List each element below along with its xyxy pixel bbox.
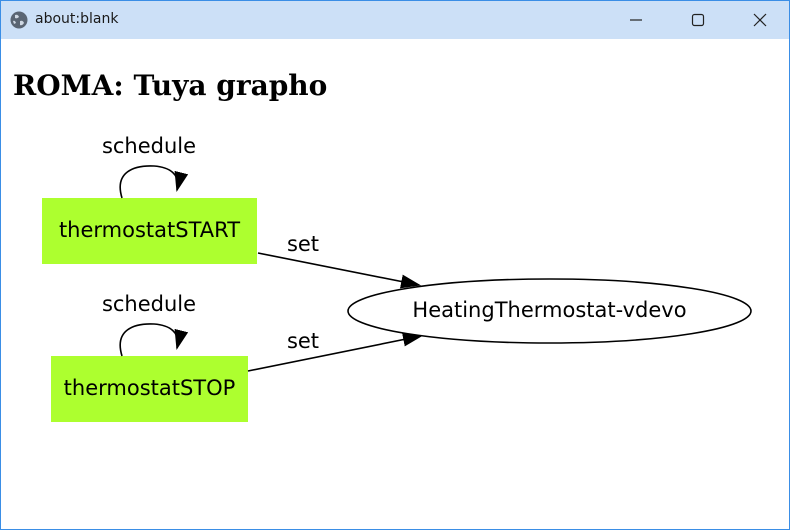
edge-stop-schedule: schedule	[102, 292, 196, 357]
node-heating-thermostat-label: HeatingThermostat-vdevo	[412, 298, 686, 322]
title-bar[interactable]: about:blank	[1, 1, 789, 39]
edge-stop-set: set	[247, 329, 423, 372]
maximize-button[interactable]	[668, 1, 728, 39]
window-title: about:blank	[35, 11, 119, 27]
edge-start-schedule-line	[119, 165, 189, 199]
node-thermostat-stop[interactable]: thermostatSTOP	[51, 356, 248, 422]
edge-start-set: set	[257, 232, 421, 289]
edge-stop-set-label: set	[287, 329, 319, 353]
edge-stop-set-line	[247, 332, 423, 372]
node-thermostat-stop-box	[51, 356, 248, 422]
node-thermostat-start-label: thermostatSTART	[59, 218, 240, 242]
edge-stop-schedule-label: schedule	[102, 292, 196, 316]
minimize-icon	[630, 19, 642, 21]
globe-icon	[10, 11, 28, 29]
node-thermostat-start-box	[42, 198, 257, 264]
node-thermostat-stop-label: thermostatSTOP	[64, 376, 236, 400]
page-content: ROMA: Tuya grapho thermostatSTART thermo…	[1, 39, 789, 529]
node-heating-thermostat[interactable]: HeatingThermostat-vdevo	[347, 278, 752, 344]
node-thermostat-start[interactable]: thermostatSTART	[42, 198, 257, 264]
edge-start-schedule: schedule	[102, 134, 196, 199]
node-heating-thermostat-ellipse	[347, 278, 752, 344]
edge-start-set-label: set	[287, 232, 319, 256]
close-icon	[753, 13, 767, 27]
edge-start-set-line	[257, 252, 421, 289]
edge-start-schedule-label: schedule	[102, 134, 196, 158]
minimize-button[interactable]	[606, 1, 666, 39]
maximize-icon	[691, 13, 705, 27]
graph-diagram: thermostatSTART thermostatSTOP HeatingTh…	[42, 134, 752, 422]
edge-stop-schedule-line	[119, 323, 189, 357]
close-button[interactable]	[730, 1, 789, 39]
page-title: ROMA: Tuya grapho	[13, 69, 328, 102]
